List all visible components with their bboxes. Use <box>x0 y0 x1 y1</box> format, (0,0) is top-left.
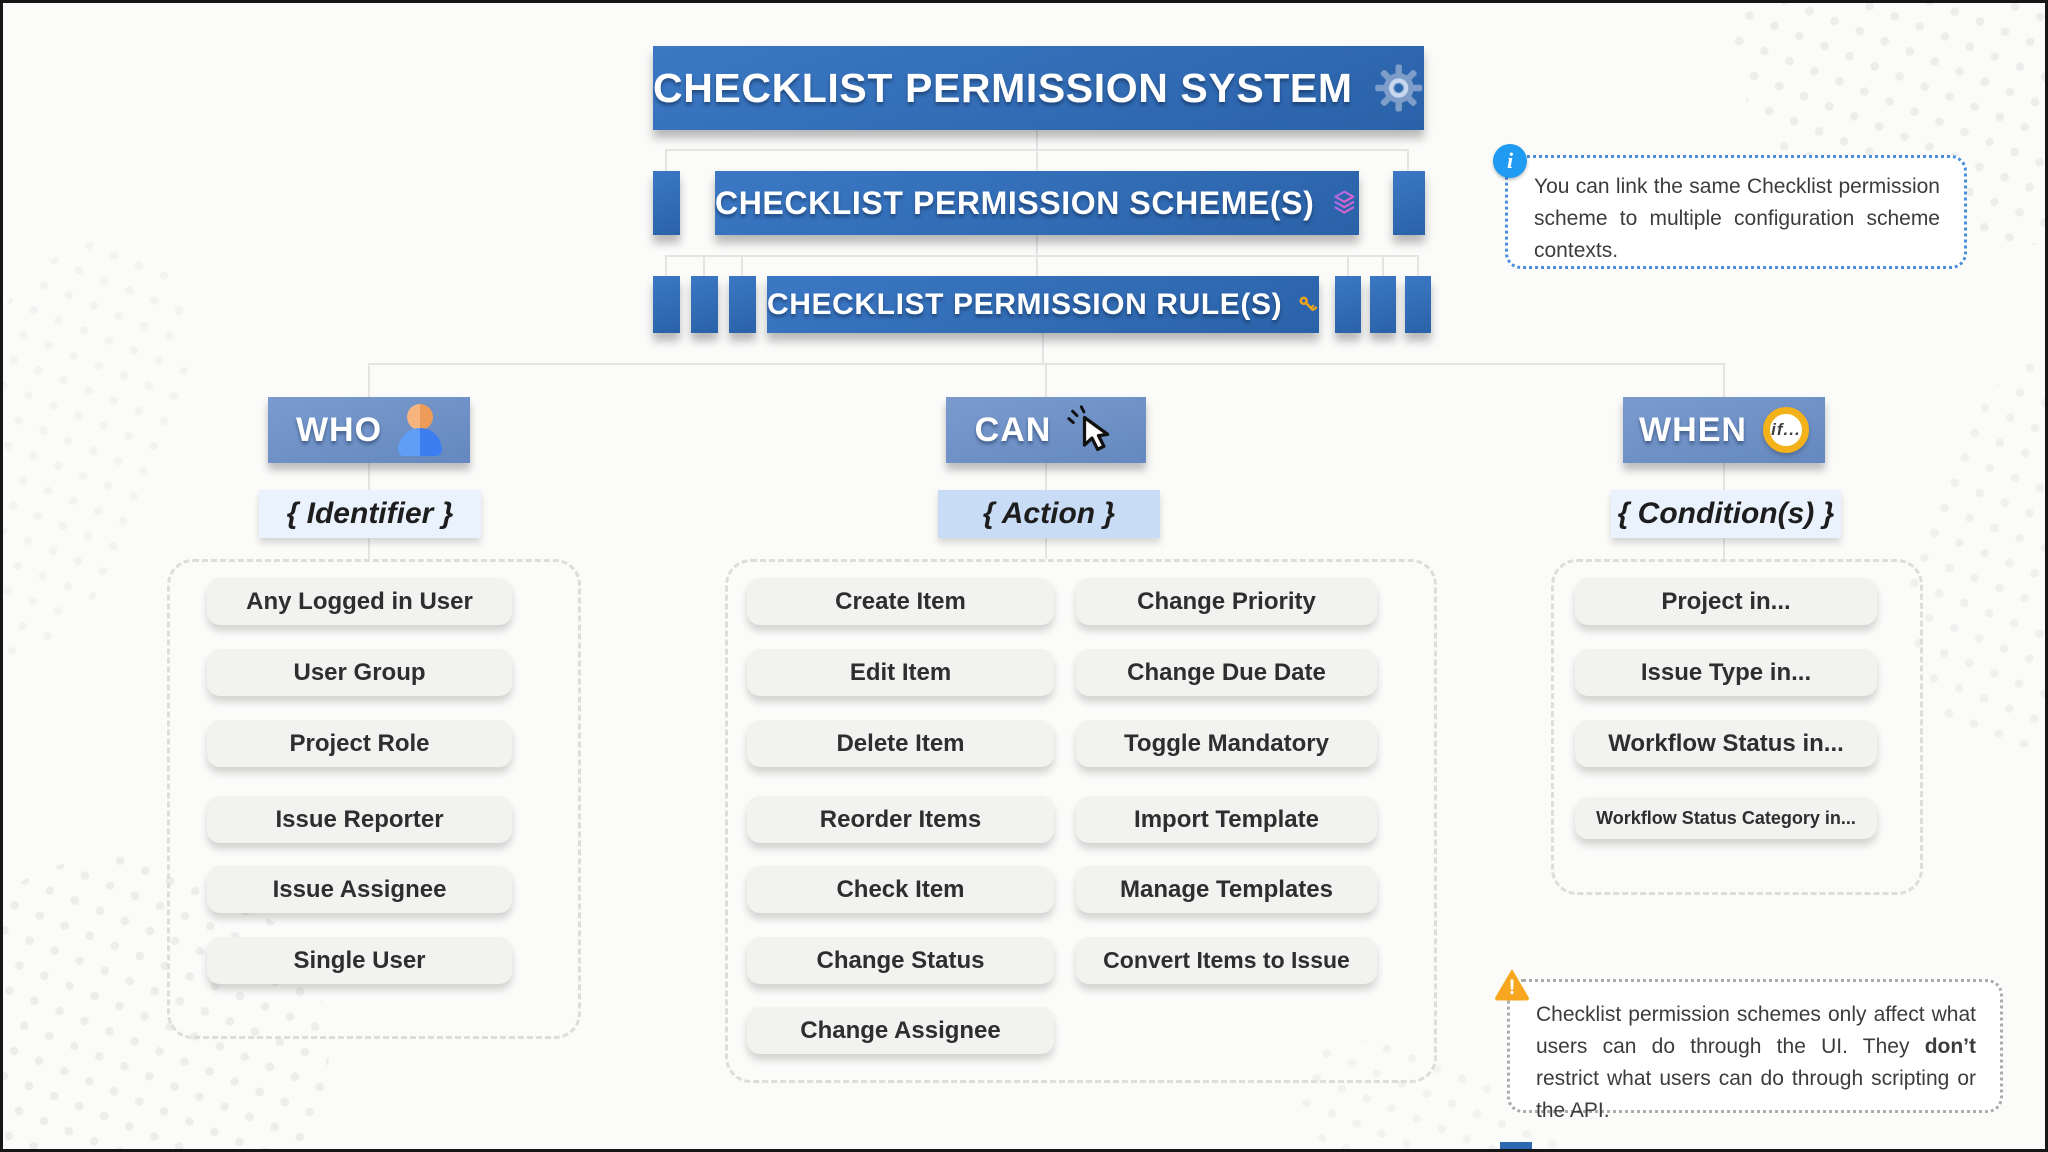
connector-line <box>666 149 1409 151</box>
can-item: Create Item <box>747 578 1054 625</box>
can-item: Toggle Mandatory <box>1076 720 1377 767</box>
if-condition-icon: if... <box>1762 407 1809 453</box>
when-header-title: WHEN <box>1639 410 1747 449</box>
connector-line <box>1045 363 1047 397</box>
who-header: WHO <box>268 397 470 463</box>
who-item: Any Logged in User <box>207 578 512 625</box>
connector-line <box>1723 463 1725 490</box>
can-item: Convert Items to Issue <box>1076 937 1377 984</box>
cursor-click-icon <box>1067 405 1110 451</box>
when-item: Workflow Status Category in... <box>1575 797 1877 839</box>
can-item: Check Item <box>747 866 1054 913</box>
rule-side-tab <box>729 276 756 333</box>
rule-side-tab <box>691 276 718 333</box>
can-item: Edit Item <box>747 649 1054 696</box>
connector-line <box>703 255 705 278</box>
connector-line <box>1407 149 1409 173</box>
when-group-container <box>1551 559 1923 895</box>
info-note: You can link the same Checklist permissi… <box>1505 155 1967 269</box>
connector-line <box>1045 538 1047 559</box>
connector-line <box>1723 363 1725 397</box>
identifier-label: { Identifier } <box>259 490 481 538</box>
who-item: Single User <box>207 937 512 984</box>
rule-banner-title: CHECKLIST PERMISSION RULE(S) <box>767 287 1283 321</box>
condition-label: { Condition(s) } <box>1611 490 1841 538</box>
svg-text:!: ! <box>1509 976 1516 999</box>
can-header: CAN <box>946 397 1146 463</box>
rule-side-tab <box>653 276 680 333</box>
layers-icon <box>1334 190 1355 214</box>
key-icon <box>1299 296 1318 311</box>
who-item: Project Role <box>207 720 512 767</box>
connector-line <box>1042 333 1044 364</box>
decorative-blue-bar <box>1500 1142 1532 1149</box>
info-note-text: You can link the same Checklist permissi… <box>1534 175 1940 262</box>
who-item: User Group <box>207 649 512 696</box>
scheme-side-tab <box>1393 171 1425 235</box>
who-item: Issue Assignee <box>207 866 512 913</box>
connector-line <box>368 363 370 397</box>
can-item: Change Priority <box>1076 578 1377 625</box>
warning-note-text: Checklist permission schemes only affect… <box>1536 1003 1976 1122</box>
scheme-banner-title: CHECKLIST PERMISSION SCHEME(S) <box>715 184 1315 221</box>
who-item: Issue Reporter <box>207 796 512 843</box>
scheme-side-tab <box>653 171 680 235</box>
who-header-title: WHO <box>295 410 383 449</box>
user-icon <box>398 404 443 456</box>
can-item: Delete Item <box>747 720 1054 767</box>
can-item: Change Status <box>747 937 1054 984</box>
system-banner: CHECKLIST PERMISSION SYSTEM <box>653 46 1424 130</box>
rule-side-tab <box>1405 276 1431 333</box>
when-item: Project in... <box>1575 578 1877 625</box>
can-item: Reorder Items <box>747 796 1054 843</box>
connector-line <box>1045 463 1047 490</box>
when-item: Issue Type in... <box>1575 649 1877 696</box>
rule-banner: CHECKLIST PERMISSION RULE(S) <box>767 276 1319 333</box>
can-item: Import Template <box>1076 796 1377 843</box>
can-item: Change Due Date <box>1076 649 1377 696</box>
who-group-container <box>167 559 581 1039</box>
warning-icon: ! <box>1495 969 1529 1001</box>
can-item: Change Assignee <box>747 1007 1054 1054</box>
warning-note: Checklist permission schemes only affect… <box>1507 979 2003 1122</box>
can-group-container <box>725 559 1437 1083</box>
connector-line <box>368 538 370 559</box>
rule-side-tab <box>1370 276 1396 333</box>
rule-side-tab <box>1335 276 1361 333</box>
scheme-banner: CHECKLIST PERMISSION SCHEME(S) <box>715 171 1359 235</box>
when-header: WHEN if... <box>1623 397 1825 463</box>
when-item: Workflow Status in... <box>1575 720 1877 767</box>
can-header-title: CAN <box>974 410 1052 449</box>
connector-line <box>369 363 1725 365</box>
system-banner-title: CHECKLIST PERMISSION SYSTEM <box>653 64 1353 111</box>
connector-line <box>665 149 667 173</box>
connector-line <box>1723 538 1725 559</box>
connector-line <box>741 255 743 278</box>
connector-line <box>368 463 370 490</box>
gear-icon <box>1374 64 1422 112</box>
connector-line <box>665 255 667 278</box>
connector-line <box>1417 255 1419 278</box>
connector-line <box>1382 255 1384 278</box>
can-item: Manage Templates <box>1076 866 1377 913</box>
connector-line <box>1347 255 1349 278</box>
info-icon: i <box>1493 144 1527 178</box>
connector-line <box>666 255 1418 257</box>
action-label: { Action } <box>938 490 1160 538</box>
